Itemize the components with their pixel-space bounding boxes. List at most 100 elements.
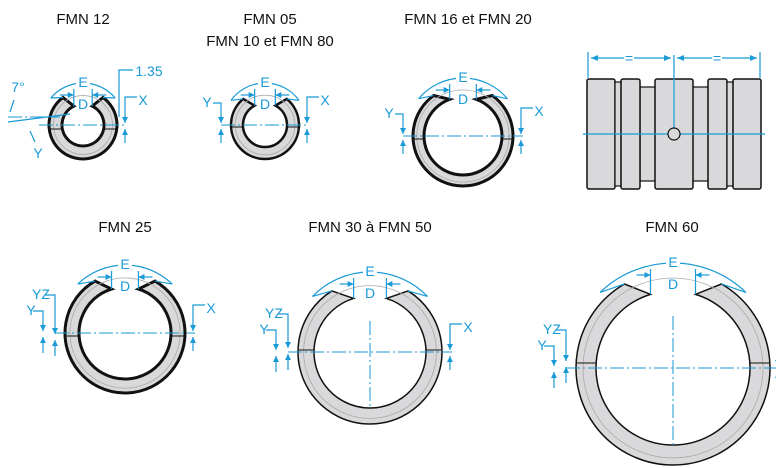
arrowhead — [518, 140, 524, 146]
arrowhead — [92, 92, 99, 98]
ring-body — [229, 97, 301, 161]
x-dimension — [520, 107, 533, 134]
arrowhead — [52, 340, 58, 346]
arrowhead — [122, 129, 128, 135]
y-dimension — [395, 113, 404, 134]
y-dimension — [544, 345, 555, 366]
arrowhead — [563, 355, 569, 361]
arrowhead — [105, 274, 112, 280]
arrowhead — [304, 117, 310, 123]
y-label: Y — [26, 302, 36, 318]
e-label: E — [365, 263, 374, 279]
e-extension — [154, 280, 173, 285]
e-label: E — [458, 69, 467, 85]
x-dimension — [449, 323, 462, 350]
x-label: X — [138, 92, 148, 108]
arrowhead — [304, 129, 310, 135]
arrowhead — [67, 92, 74, 98]
label-bg — [76, 73, 90, 89]
d-label: D — [120, 278, 130, 294]
e-extension — [721, 283, 747, 294]
arrowhead — [400, 140, 406, 146]
x-label: X — [534, 103, 544, 119]
ring-body — [63, 279, 187, 395]
e-extension — [407, 290, 428, 298]
ring-body — [47, 95, 119, 161]
arrowhead — [275, 92, 282, 98]
yz-label: YZ — [543, 321, 561, 337]
e-extension — [312, 290, 333, 298]
title-fmn05: FMN 05 — [243, 11, 296, 28]
d-label: D — [260, 96, 270, 112]
x-dimension — [306, 96, 319, 123]
arrowhead — [285, 342, 291, 348]
title-fmn60: FMN 60 — [645, 219, 698, 236]
x-label: X — [320, 92, 330, 108]
arrowhead — [644, 272, 651, 278]
arrowhead — [551, 360, 557, 366]
ring-inner-edge — [303, 285, 437, 419]
e-label: E — [668, 254, 677, 270]
e-extension — [286, 98, 300, 101]
arrowhead — [347, 281, 354, 287]
d-label: D — [365, 285, 375, 301]
arrowhead — [447, 344, 453, 350]
yz-label: YZ — [32, 286, 50, 302]
ring-fmn05: ED X Y — [202, 73, 330, 161]
arrowhead — [190, 337, 196, 343]
e-label: E — [78, 74, 87, 90]
x-dimension — [192, 304, 205, 331]
e-extension — [418, 94, 434, 100]
equal-label-left: = — [625, 50, 633, 66]
yz-dimension — [45, 294, 56, 334]
side-view-bushing: = = — [583, 50, 765, 190]
e-extension — [50, 96, 64, 99]
arrowhead — [386, 281, 393, 287]
yz-label: YZ — [265, 305, 283, 321]
arrowhead — [190, 325, 196, 331]
arrowhead — [273, 344, 279, 350]
y-label: Y — [259, 321, 269, 337]
arrowhead — [476, 87, 483, 93]
arrowhead — [563, 367, 569, 373]
arrowhead — [138, 274, 145, 280]
e-extension — [77, 280, 96, 285]
e-label: E — [260, 74, 269, 90]
arrowhead — [447, 356, 453, 362]
arrowhead — [218, 129, 224, 135]
y-label: Y — [384, 105, 394, 121]
label-bg — [456, 68, 470, 84]
yz-dimension — [278, 313, 289, 348]
x-dimension — [124, 96, 137, 123]
e-extension — [230, 98, 244, 101]
d-label: D — [458, 91, 468, 107]
e-extension — [599, 283, 625, 294]
arrowhead — [248, 92, 255, 98]
y-leader — [29, 130, 36, 143]
arrowhead — [40, 337, 46, 343]
yz-dimension — [556, 329, 567, 361]
arrowhead — [40, 325, 46, 331]
e-label: E — [120, 256, 129, 272]
title-fmn16-20: FMN 16 et FMN 20 — [404, 11, 532, 28]
arrowhead — [285, 354, 291, 360]
ring-fmn16: ED X Y — [384, 68, 544, 188]
title-fmn10-80: FMN 10 et FMN 80 — [206, 33, 334, 50]
label-bg — [666, 253, 680, 269]
y-dimension — [33, 310, 44, 331]
x-label: X — [206, 300, 216, 316]
ring-inner-edge — [69, 277, 181, 389]
y-label: Y — [33, 145, 43, 161]
angle-label: 7° — [11, 79, 24, 95]
arrowhead — [122, 117, 128, 123]
label-bg — [363, 262, 377, 278]
angle-arc — [9, 99, 15, 113]
title-fmn25: FMN 25 — [98, 219, 151, 236]
ring-fmn25: ED X YZY — [26, 255, 216, 395]
equal-label-right: = — [713, 50, 721, 66]
angle-line — [7, 113, 71, 123]
e-extension — [102, 96, 116, 99]
y-label: Y — [202, 94, 212, 110]
